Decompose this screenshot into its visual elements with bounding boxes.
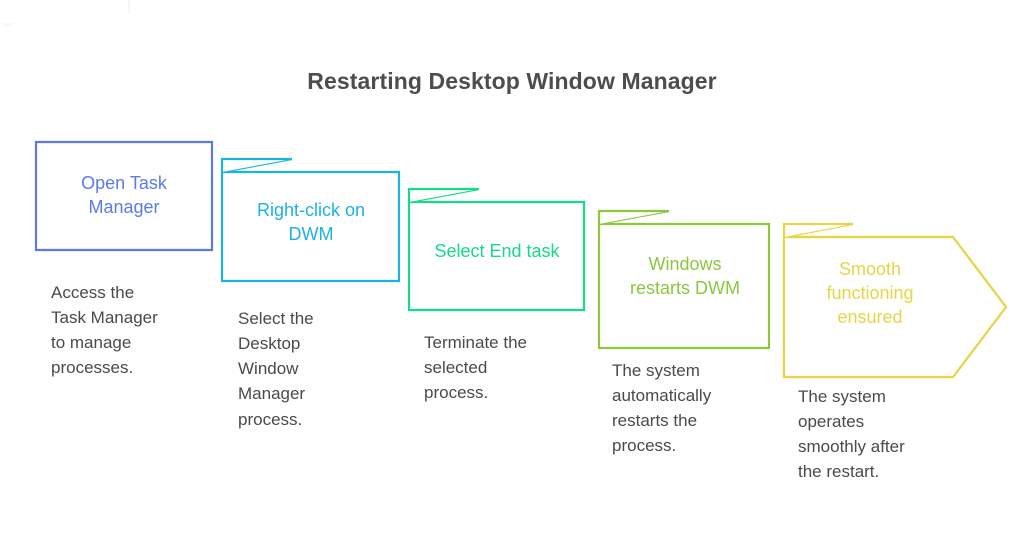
step-label-3: Select End task [434, 241, 560, 261]
page-artifact-horizontal [2, 23, 13, 26]
step-description-4: The system automatically restarts the pr… [612, 361, 712, 456]
step-label-2: Right-click on DWM [256, 200, 366, 244]
step-fold-line-3 [408, 187, 480, 204]
step-fold-edge-4 [597, 209, 669, 224]
page-title: Restarting Desktop Window Manager [307, 68, 717, 94]
step-label-4: Windows restarts DWM [630, 254, 740, 298]
step-description-1: Access the Task Manager to manage proces… [51, 283, 158, 378]
step-description-3: Terminate the selected process. [424, 333, 527, 403]
step-fold-edge-3 [407, 187, 479, 202]
step-fold-edge-2 [220, 157, 292, 172]
step-fold-line-2 [221, 157, 293, 174]
step-label-1: Open Task Manager [81, 173, 167, 217]
step-fold-line-4 [598, 209, 670, 226]
step-label-5: Smooth functioning ensured [826, 259, 914, 327]
page-artifact-vertical [128, 0, 130, 14]
step-fold-line-5 [783, 222, 854, 239]
step-description-5: The system operates smoothly after the r… [798, 387, 905, 482]
step-description-2: Select the Desktop Window Manager proces… [238, 309, 314, 429]
step-fold-edge-5 [782, 222, 853, 237]
